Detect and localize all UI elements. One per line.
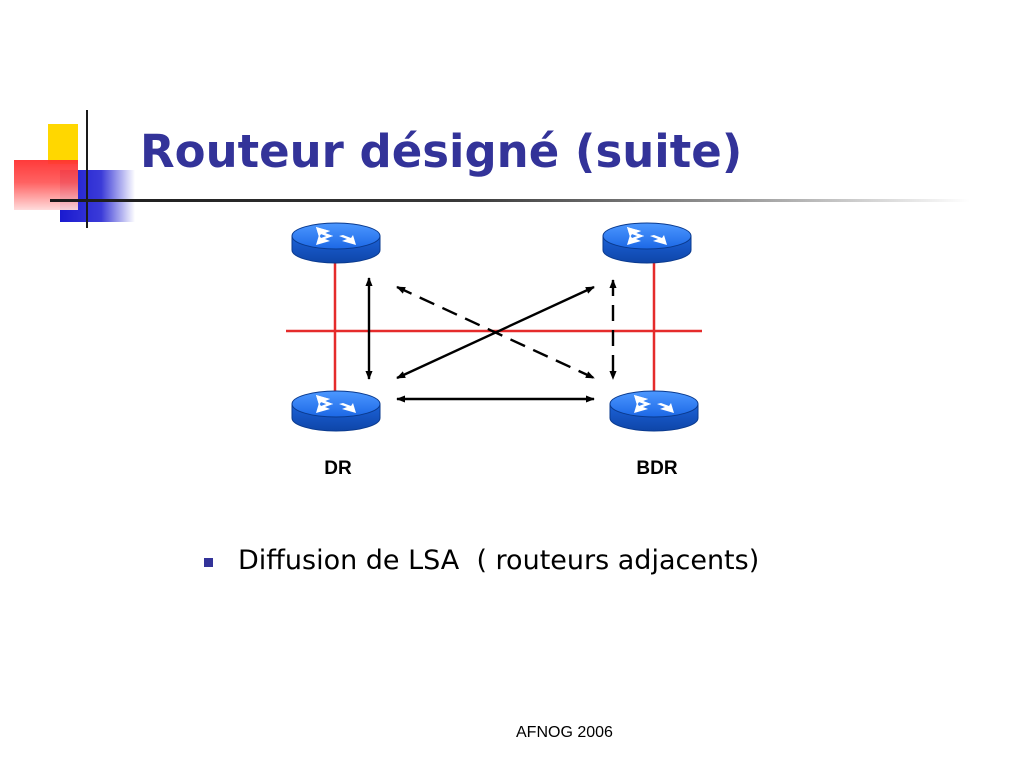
slide-footer: AFNOG 2006	[516, 724, 613, 741]
title-underline	[50, 199, 970, 202]
router-icon	[602, 222, 692, 264]
bullet-item: Diffusion de LSA ( routeurs adjacents)	[204, 545, 759, 576]
bdr-label: BDR	[636, 458, 677, 479]
decor-vertical-line	[86, 110, 88, 228]
lan-segment	[286, 262, 702, 398]
router-icon-bdr	[609, 390, 699, 432]
bullet-text: Diffusion de LSA ( routeurs adjacents)	[238, 545, 760, 576]
decor-yellow-square	[48, 124, 78, 164]
router-icon-dr	[291, 390, 381, 432]
dr-label: DR	[324, 458, 352, 479]
slide-title: Routeur désigné (suite)	[140, 125, 743, 178]
adjacency-arrows	[365, 277, 617, 403]
bullet-square-icon	[204, 558, 213, 567]
router-icon	[291, 222, 381, 264]
arrow-diagonal-dashed	[396, 285, 595, 380]
